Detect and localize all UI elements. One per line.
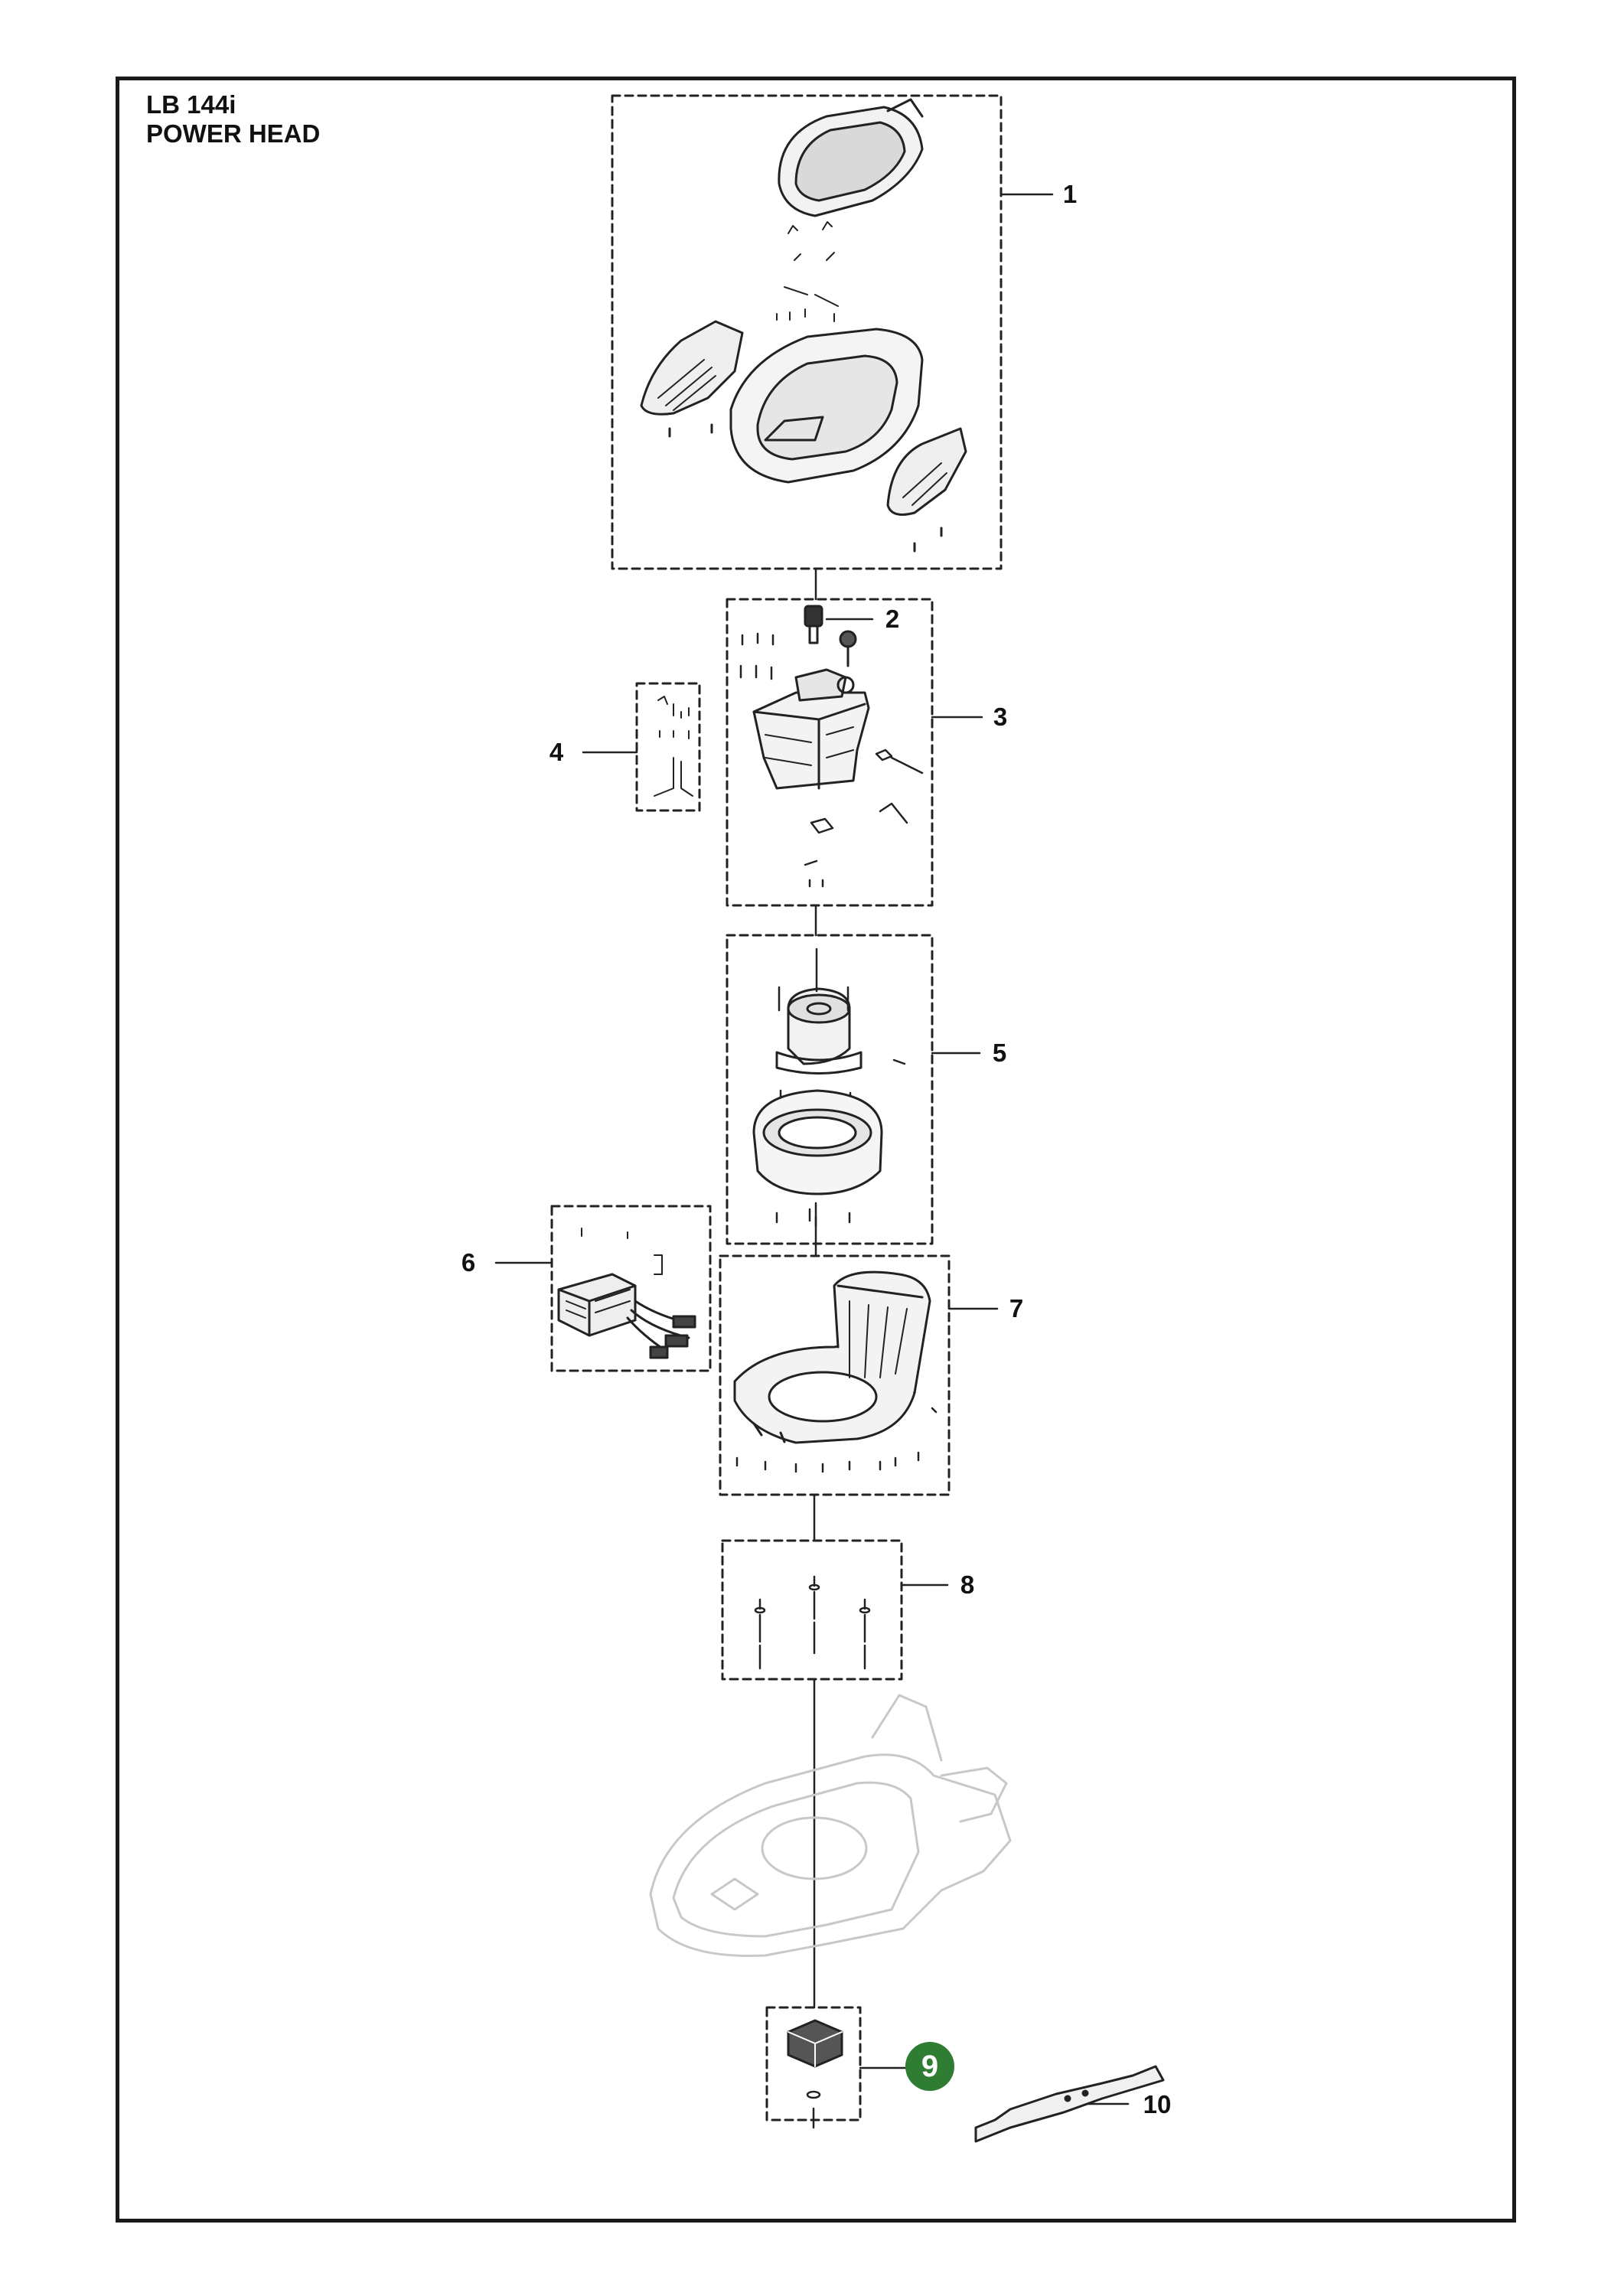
model-name: LB 144i — [146, 90, 236, 119]
callout-8[interactable]: 8 — [960, 1570, 975, 1599]
blade-icon — [974, 2065, 1165, 2143]
callout-6[interactable]: 6 — [461, 1248, 476, 1277]
chassis-cover-icon — [733, 1270, 938, 1473]
group-box-1 — [611, 94, 1003, 570]
cable-kit-icon — [654, 696, 693, 797]
diagram-title: LB 144i POWER HEAD — [146, 90, 320, 148]
group-box-5 — [726, 934, 934, 1245]
group-box-4 — [635, 682, 701, 812]
motor-housing-icon — [752, 947, 906, 1228]
callout-5[interactable]: 5 — [992, 1039, 1007, 1067]
callout-4[interactable]: 4 — [549, 738, 564, 766]
group-box-3 — [726, 598, 934, 907]
section-name: POWER HEAD — [146, 119, 321, 148]
diagram-frame — [116, 77, 1516, 2223]
blade-hub-icon — [787, 2019, 843, 2129]
callout-7[interactable]: 7 — [1009, 1294, 1024, 1322]
callout-10[interactable]: 10 — [1143, 2090, 1172, 2118]
mower-body-outline — [649, 1694, 1012, 1958]
control-unit-icon — [557, 1228, 696, 1359]
battery-compartment-icon — [739, 630, 924, 888]
top-cover-assembly-icon — [640, 98, 967, 553]
callout-3[interactable]: 3 — [993, 703, 1008, 731]
knob-icon — [804, 605, 823, 644]
callout-1[interactable]: 1 — [1062, 180, 1078, 208]
group-box-6 — [550, 1205, 712, 1372]
group-box-8 — [721, 1539, 903, 1681]
callout-2[interactable]: 2 — [885, 605, 900, 633]
callout-9-highlighted[interactable]: 9 — [905, 2042, 954, 2091]
screw-kit-icon — [754, 1575, 871, 1670]
